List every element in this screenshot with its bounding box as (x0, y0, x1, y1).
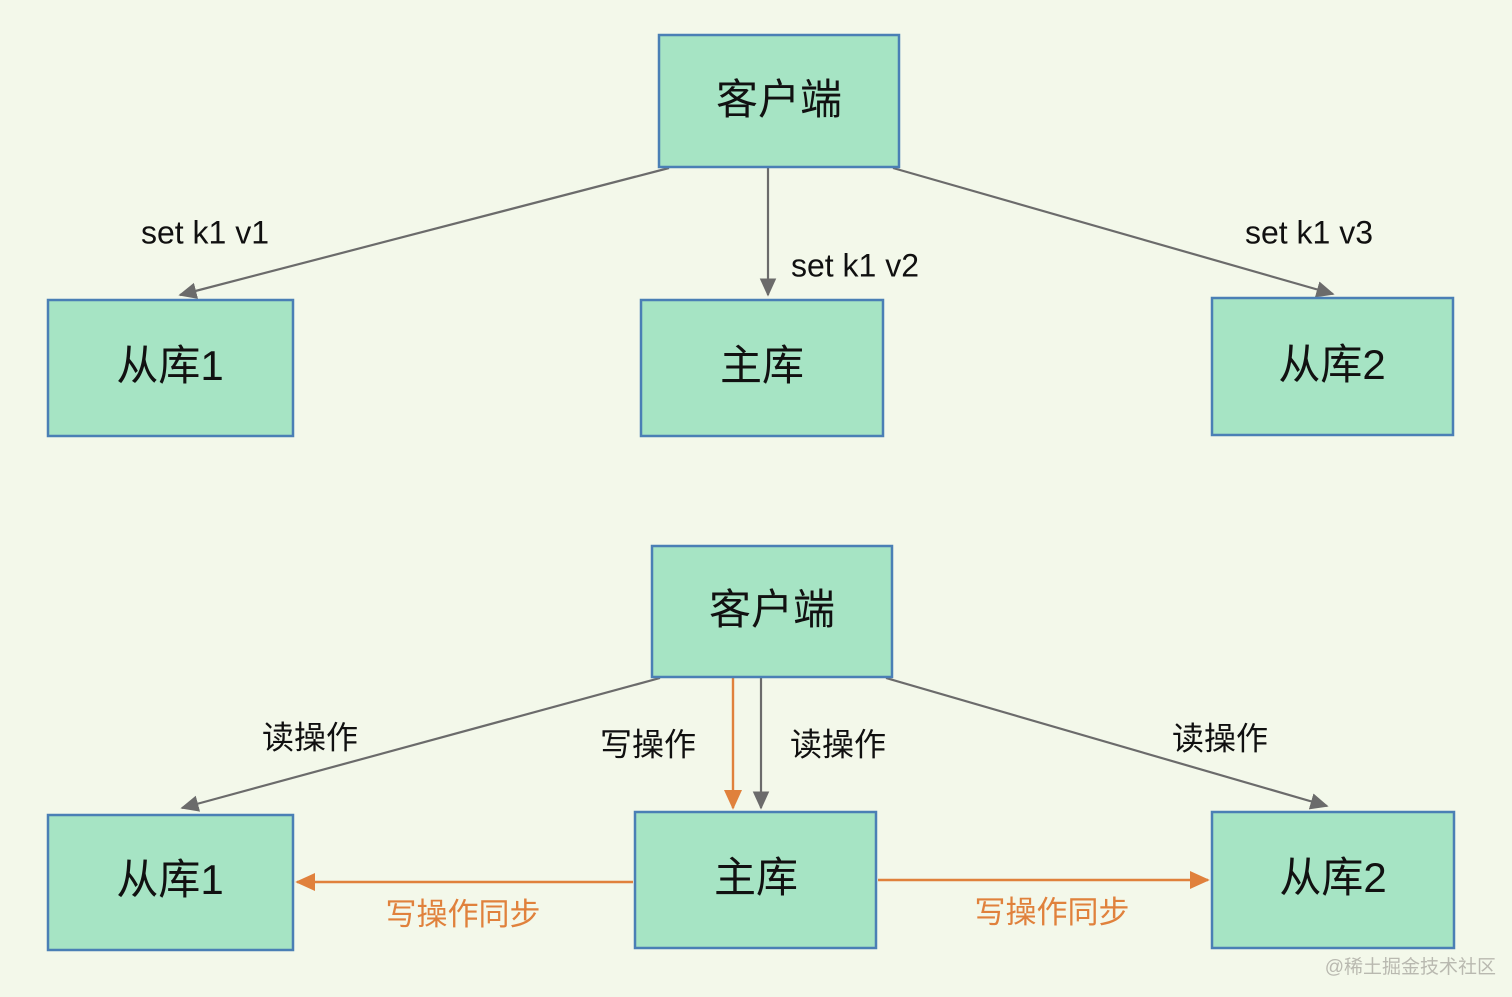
node-slave1-top-label: 从库1 (116, 342, 223, 389)
edge-read-slave1-line (180, 676, 661, 812)
edge-client-slave2-top-line (892, 166, 1335, 298)
node-client-bottom-label: 客户端 (709, 586, 835, 633)
node-slave1-top-rect (46, 298, 295, 438)
node-master-bottom-label: 主库 (714, 854, 798, 901)
node-slave2-bottom-label: 从库2 (1279, 854, 1386, 901)
edge-label-set-k1-v3: set k1 v3 (1245, 214, 1373, 250)
node-slave2-top[interactable]: 从库2 (1210, 296, 1455, 437)
node-master-top-rect (639, 298, 885, 438)
node-slave2-bottom-rect (1210, 810, 1456, 950)
node-slave1-bottom[interactable]: 从库1 (46, 813, 295, 952)
edge-label-set-k1-v1: set k1 v1 (141, 214, 269, 250)
node-slave1-bottom-label: 从库1 (116, 856, 223, 903)
node-client-bottom-rect (650, 544, 894, 679)
edge-client-slave1-top-line (178, 166, 670, 299)
diagram-bottom-group: 客户端 从库1 主库 从库2 读操作 写操作 读操作 读操作 写操作同步 (46, 544, 1456, 952)
node-master-bottom-rect (633, 810, 878, 950)
node-client-top-label: 客户端 (716, 76, 842, 123)
edge-label-read-master: 读操作 (790, 726, 886, 762)
node-slave2-top-label: 从库2 (1278, 341, 1385, 388)
node-slave1-bottom-rect (46, 813, 295, 952)
edge-label-read-slave1: 读操作 (262, 719, 358, 755)
watermark-text: @稀土掘金技术社区 (1325, 956, 1496, 978)
edge-label-sync-slave2: 写操作同步 (975, 895, 1130, 930)
diagram-top-group: 客户端 从库1 主库 从库2 set k1 v1 set k1 v2 set k… (46, 33, 1455, 438)
edge-label-read-slave2: 读操作 (1172, 720, 1268, 756)
node-client-bottom[interactable]: 客户端 (650, 544, 894, 679)
node-master-bottom[interactable]: 主库 (633, 810, 878, 950)
node-master-top-label: 主库 (720, 342, 804, 389)
node-client-top[interactable]: 客户端 (657, 33, 901, 169)
node-master-top[interactable]: 主库 (639, 298, 885, 438)
edge-read-slave2-line (885, 676, 1329, 810)
node-slave1-top[interactable]: 从库1 (46, 298, 295, 438)
node-client-top-rect (657, 33, 901, 169)
node-slave2-bottom[interactable]: 从库2 (1210, 810, 1456, 950)
edge-label-set-k1-v2: set k1 v2 (791, 247, 919, 283)
node-slave2-top-rect (1210, 296, 1455, 437)
edge-label-write-master: 写操作 (600, 726, 696, 762)
edge-label-sync-slave1: 写操作同步 (386, 897, 541, 932)
